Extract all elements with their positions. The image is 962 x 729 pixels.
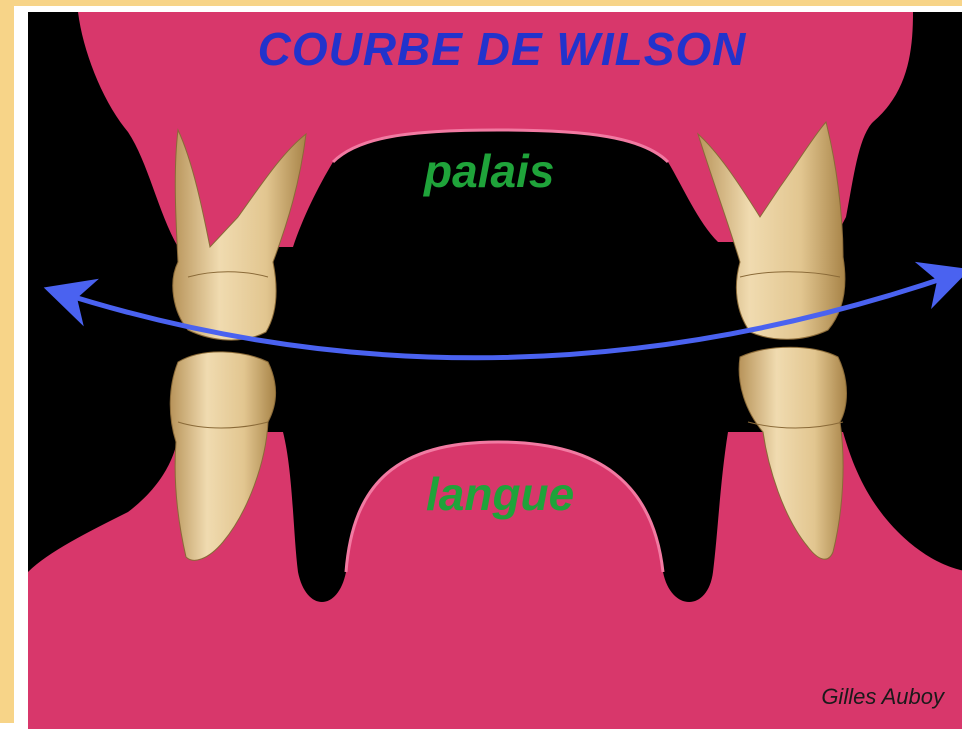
palate-label: palais	[424, 144, 554, 198]
illustration-stage: COURBE DE WILSON palais langue Gilles Au…	[28, 12, 962, 729]
author-credit: Gilles Auboy	[821, 684, 944, 710]
wilson-curve-diagram	[28, 12, 962, 729]
tongue-label: langue	[426, 467, 574, 521]
diagram-title: COURBE DE WILSON	[28, 22, 962, 76]
